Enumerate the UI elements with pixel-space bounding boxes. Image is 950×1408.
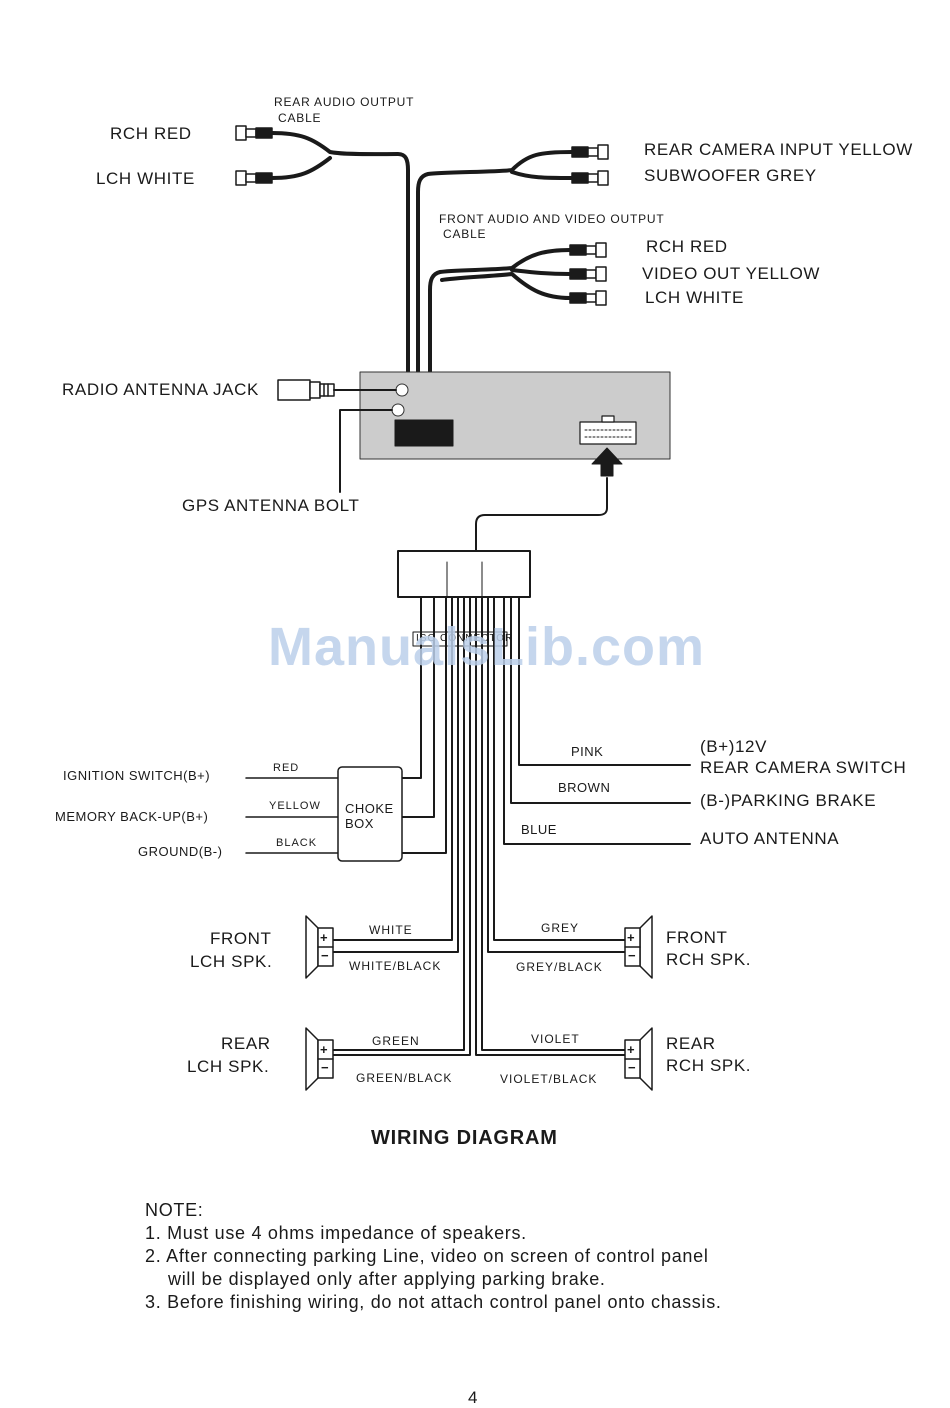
note-1: 1. Must use 4 ohms impedance of speakers… (145, 1223, 527, 1243)
wire-grey-black-label: GREY/BLACK (516, 960, 603, 974)
front-av-cable-title-2: CABLE (443, 227, 487, 241)
harness-wires (332, 596, 691, 1056)
wire-violet-black-label: VIOLET/BLACK (500, 1072, 598, 1086)
front-left-minus: − (321, 948, 329, 963)
note-2b: will be displayed only after applying pa… (168, 1269, 606, 1289)
camera-sub-cable (416, 150, 574, 422)
wire-pink-label: PINK (571, 744, 604, 759)
front-rch-spk-label-1: FRONT (666, 928, 728, 947)
b12v-label: (B+)12V (700, 737, 768, 756)
rear-audio-cable-title-2: CABLE (278, 111, 322, 125)
front-lch-spk-label-2: LCH SPK. (190, 952, 273, 971)
rca-plug-subwoofer (571, 170, 609, 186)
rca-plug-front-lch (569, 290, 607, 306)
front-av-cable (428, 248, 572, 422)
wire-green-label: GREEN (372, 1034, 420, 1048)
radio-antenna-plug (277, 379, 335, 401)
rear-left-plus: + (320, 1042, 328, 1057)
rear-rch-label: RCH RED (110, 124, 192, 143)
note-3: 3. Before finishing wiring, do not attac… (145, 1292, 722, 1312)
rear-audio-cable (270, 131, 410, 422)
parking-brake-label: (B-)PARKING BRAKE (700, 791, 877, 810)
front-left-plus: + (320, 930, 328, 945)
gps-antenna-socket (391, 403, 405, 417)
rca-plug-rear-rch (235, 125, 273, 141)
wire-violet-label: VIOLET (531, 1032, 580, 1046)
front-rch-label: RCH RED (646, 237, 728, 256)
rear-lch-spk-label-1: REAR (221, 1034, 271, 1053)
front-lch-label: LCH WHITE (645, 288, 744, 307)
rca-plug-front-video (569, 266, 607, 282)
rca-plug-camera (571, 144, 609, 160)
radio-antenna-socket (395, 383, 409, 397)
speaker-front-left (305, 915, 334, 979)
ground-label: GROUND(B-) (138, 844, 223, 859)
rear-audio-cable-title-1: REAR AUDIO OUTPUT (274, 95, 415, 109)
wire-black-label: BLACK (276, 837, 318, 849)
rca-plug-front-rch (569, 242, 607, 258)
memory-label: MEMORY BACK-UP(B+) (55, 809, 209, 824)
note-heading: NOTE: (145, 1200, 204, 1220)
wire-blue-label: BLUE (521, 822, 557, 837)
iso-connector-tag (412, 631, 508, 647)
insert-arrow (591, 447, 623, 477)
rear-camera-input-label: REAR CAMERA INPUT YELLOW (644, 140, 913, 159)
rear-rch-spk-label-1: REAR (666, 1034, 716, 1053)
speaker-rear-right (624, 1027, 653, 1091)
iso-harness-lead (475, 477, 608, 552)
wire-white-black-label: WHITE/BLACK (349, 959, 442, 973)
choke-label-1: CHOKE (345, 801, 394, 816)
watermark: ManualsLib.com (268, 617, 706, 677)
iso-harness-plug (397, 550, 531, 598)
rear-right-minus: − (628, 1060, 636, 1075)
iso-socket (579, 415, 637, 445)
wire-green-black-label: GREEN/BLACK (356, 1071, 453, 1085)
choke-label-2: BOX (345, 816, 374, 831)
ignition-label: IGNITION SWITCH(B+) (63, 768, 211, 783)
power-input-lines (245, 777, 339, 854)
wire-white-label: WHITE (369, 923, 413, 937)
rear-rch-spk-label-2: RCH SPK. (666, 1056, 752, 1075)
iso-connector-label: ISO CONNECTOR (416, 633, 514, 644)
rear-camera-switch-label: REAR CAMERA SWITCH (700, 758, 907, 777)
choke-box (337, 766, 403, 862)
note-2a: 2. After connecting parking Line, video … (145, 1246, 709, 1266)
diagram-title: WIRING DIAGRAM (371, 1127, 558, 1149)
speaker-rear-left (305, 1027, 334, 1091)
auto-antenna-label: AUTO ANTENNA (700, 829, 840, 848)
rca-plug-rear-lch (235, 170, 273, 186)
wire-grey-label: GREY (541, 921, 580, 935)
wire-red-label: RED (273, 762, 300, 774)
front-rch-spk-label-2: RCH SPK. (666, 950, 752, 969)
gps-antenna-lead (339, 409, 393, 493)
rear-lch-spk-label-2: LCH SPK. (187, 1057, 270, 1076)
wire-yellow-label: YELLOW (269, 800, 321, 812)
subwoofer-label: SUBWOOFER GREY (644, 166, 817, 185)
front-right-plus: + (627, 930, 635, 945)
gps-antenna-label: GPS ANTENNA BOLT (182, 496, 360, 515)
front-lch-spk-label-1: FRONT (210, 929, 272, 948)
rear-lch-label: LCH WHITE (96, 169, 195, 188)
front-av-cable-title-1: FRONT AUDIO AND VIDEO OUTPUT (439, 212, 665, 226)
wire-brown-label: BROWN (558, 780, 611, 795)
rear-right-plus: + (627, 1042, 635, 1057)
front-right-minus: − (628, 948, 636, 963)
rear-left-minus: − (321, 1060, 329, 1075)
video-out-label: VIDEO OUT YELLOW (642, 264, 821, 283)
page-number: 4 (468, 1388, 478, 1407)
speaker-front-right (624, 915, 653, 979)
head-unit-output-block (394, 419, 454, 447)
radio-antenna-label: RADIO ANTENNA JACK (62, 380, 259, 399)
